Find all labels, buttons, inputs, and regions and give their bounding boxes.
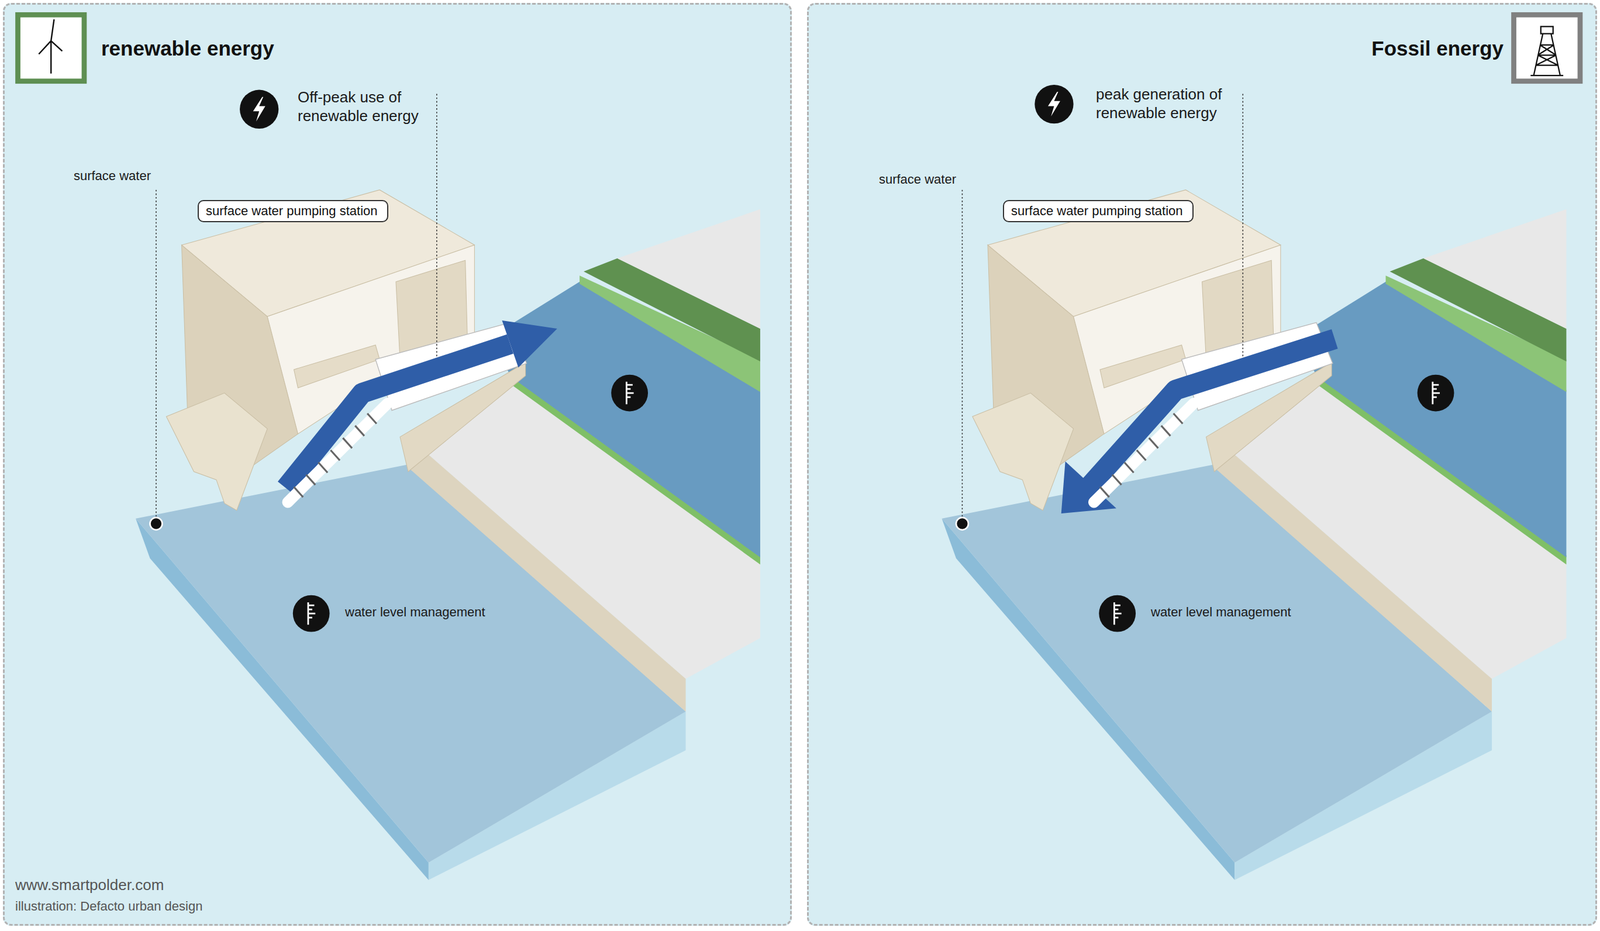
flow-arrow <box>1061 339 1336 515</box>
callout-text: Off-peak use of renewable energy <box>297 87 444 126</box>
label-anchor: www.smartpolder.com <box>15 875 164 895</box>
illustration-shape <box>239 90 279 129</box>
energy-panel: Fossil energy surface water pumping stati… <box>807 2 1598 926</box>
part-label: water level management <box>1150 604 1292 621</box>
energy-panel: renewable energy surface water pumping st… <box>2 2 792 926</box>
label-anchor: surface water <box>878 171 957 188</box>
pumping-station-label: surface water pumping station <box>1002 200 1194 223</box>
panel-ground <box>2 2 792 926</box>
station-name: surface water pumping station <box>1011 202 1184 220</box>
wind-turbine-icon <box>18 14 85 81</box>
label-anchor: water level management <box>1150 604 1292 621</box>
screw-pump <box>294 413 377 498</box>
oil-rig-icon <box>1514 14 1581 81</box>
screw-pump <box>287 403 388 503</box>
website-note: www.smartpolder.com <box>15 875 164 895</box>
oil-rig-icon <box>1530 33 1564 77</box>
polder-illustration <box>617 209 761 329</box>
panel-ground <box>807 2 1598 926</box>
polder-illustration <box>150 517 163 530</box>
illustration-shape <box>1034 84 1074 124</box>
pumping-station-label: surface water pumping station <box>197 200 389 223</box>
polder-illustration <box>292 595 330 633</box>
part-label: water level management <box>345 604 486 621</box>
label-anchor: water level management <box>345 604 486 621</box>
panel-title: renewable energy <box>4 36 791 61</box>
label-anchor: illustration: Defacto urban design <box>15 898 203 915</box>
wind-turbine-icon <box>18 14 85 81</box>
credit-note: illustration: Defacto urban design <box>15 898 203 915</box>
pumping-station-building <box>267 245 475 434</box>
polder-illustration <box>611 374 648 412</box>
oil-rig-icon <box>1540 26 1554 34</box>
polder-illustration <box>135 94 761 881</box>
pumping-station-building <box>166 190 526 511</box>
leader-line <box>156 94 437 517</box>
part-label: surface water <box>73 167 151 185</box>
oil-rig-icon <box>1514 14 1581 81</box>
illustration-shape <box>1094 403 1195 503</box>
part-label: surface water <box>878 171 957 188</box>
pumping-station-building <box>166 392 268 511</box>
illustration-shape <box>942 94 1567 881</box>
screw-pump <box>287 403 388 503</box>
panel-title: Fossil energy <box>808 36 1596 61</box>
flow-arrow <box>501 320 557 368</box>
label-anchor: surface water <box>73 167 151 185</box>
label-anchor: Off-peak use of renewable energy <box>297 87 444 126</box>
wind-turbine-icon <box>38 19 62 74</box>
label-anchor: peak generation of renewable energy <box>1095 84 1240 123</box>
callout-text: peak generation of renewable energy <box>1095 84 1240 123</box>
station-name: surface water pumping station <box>205 202 378 220</box>
